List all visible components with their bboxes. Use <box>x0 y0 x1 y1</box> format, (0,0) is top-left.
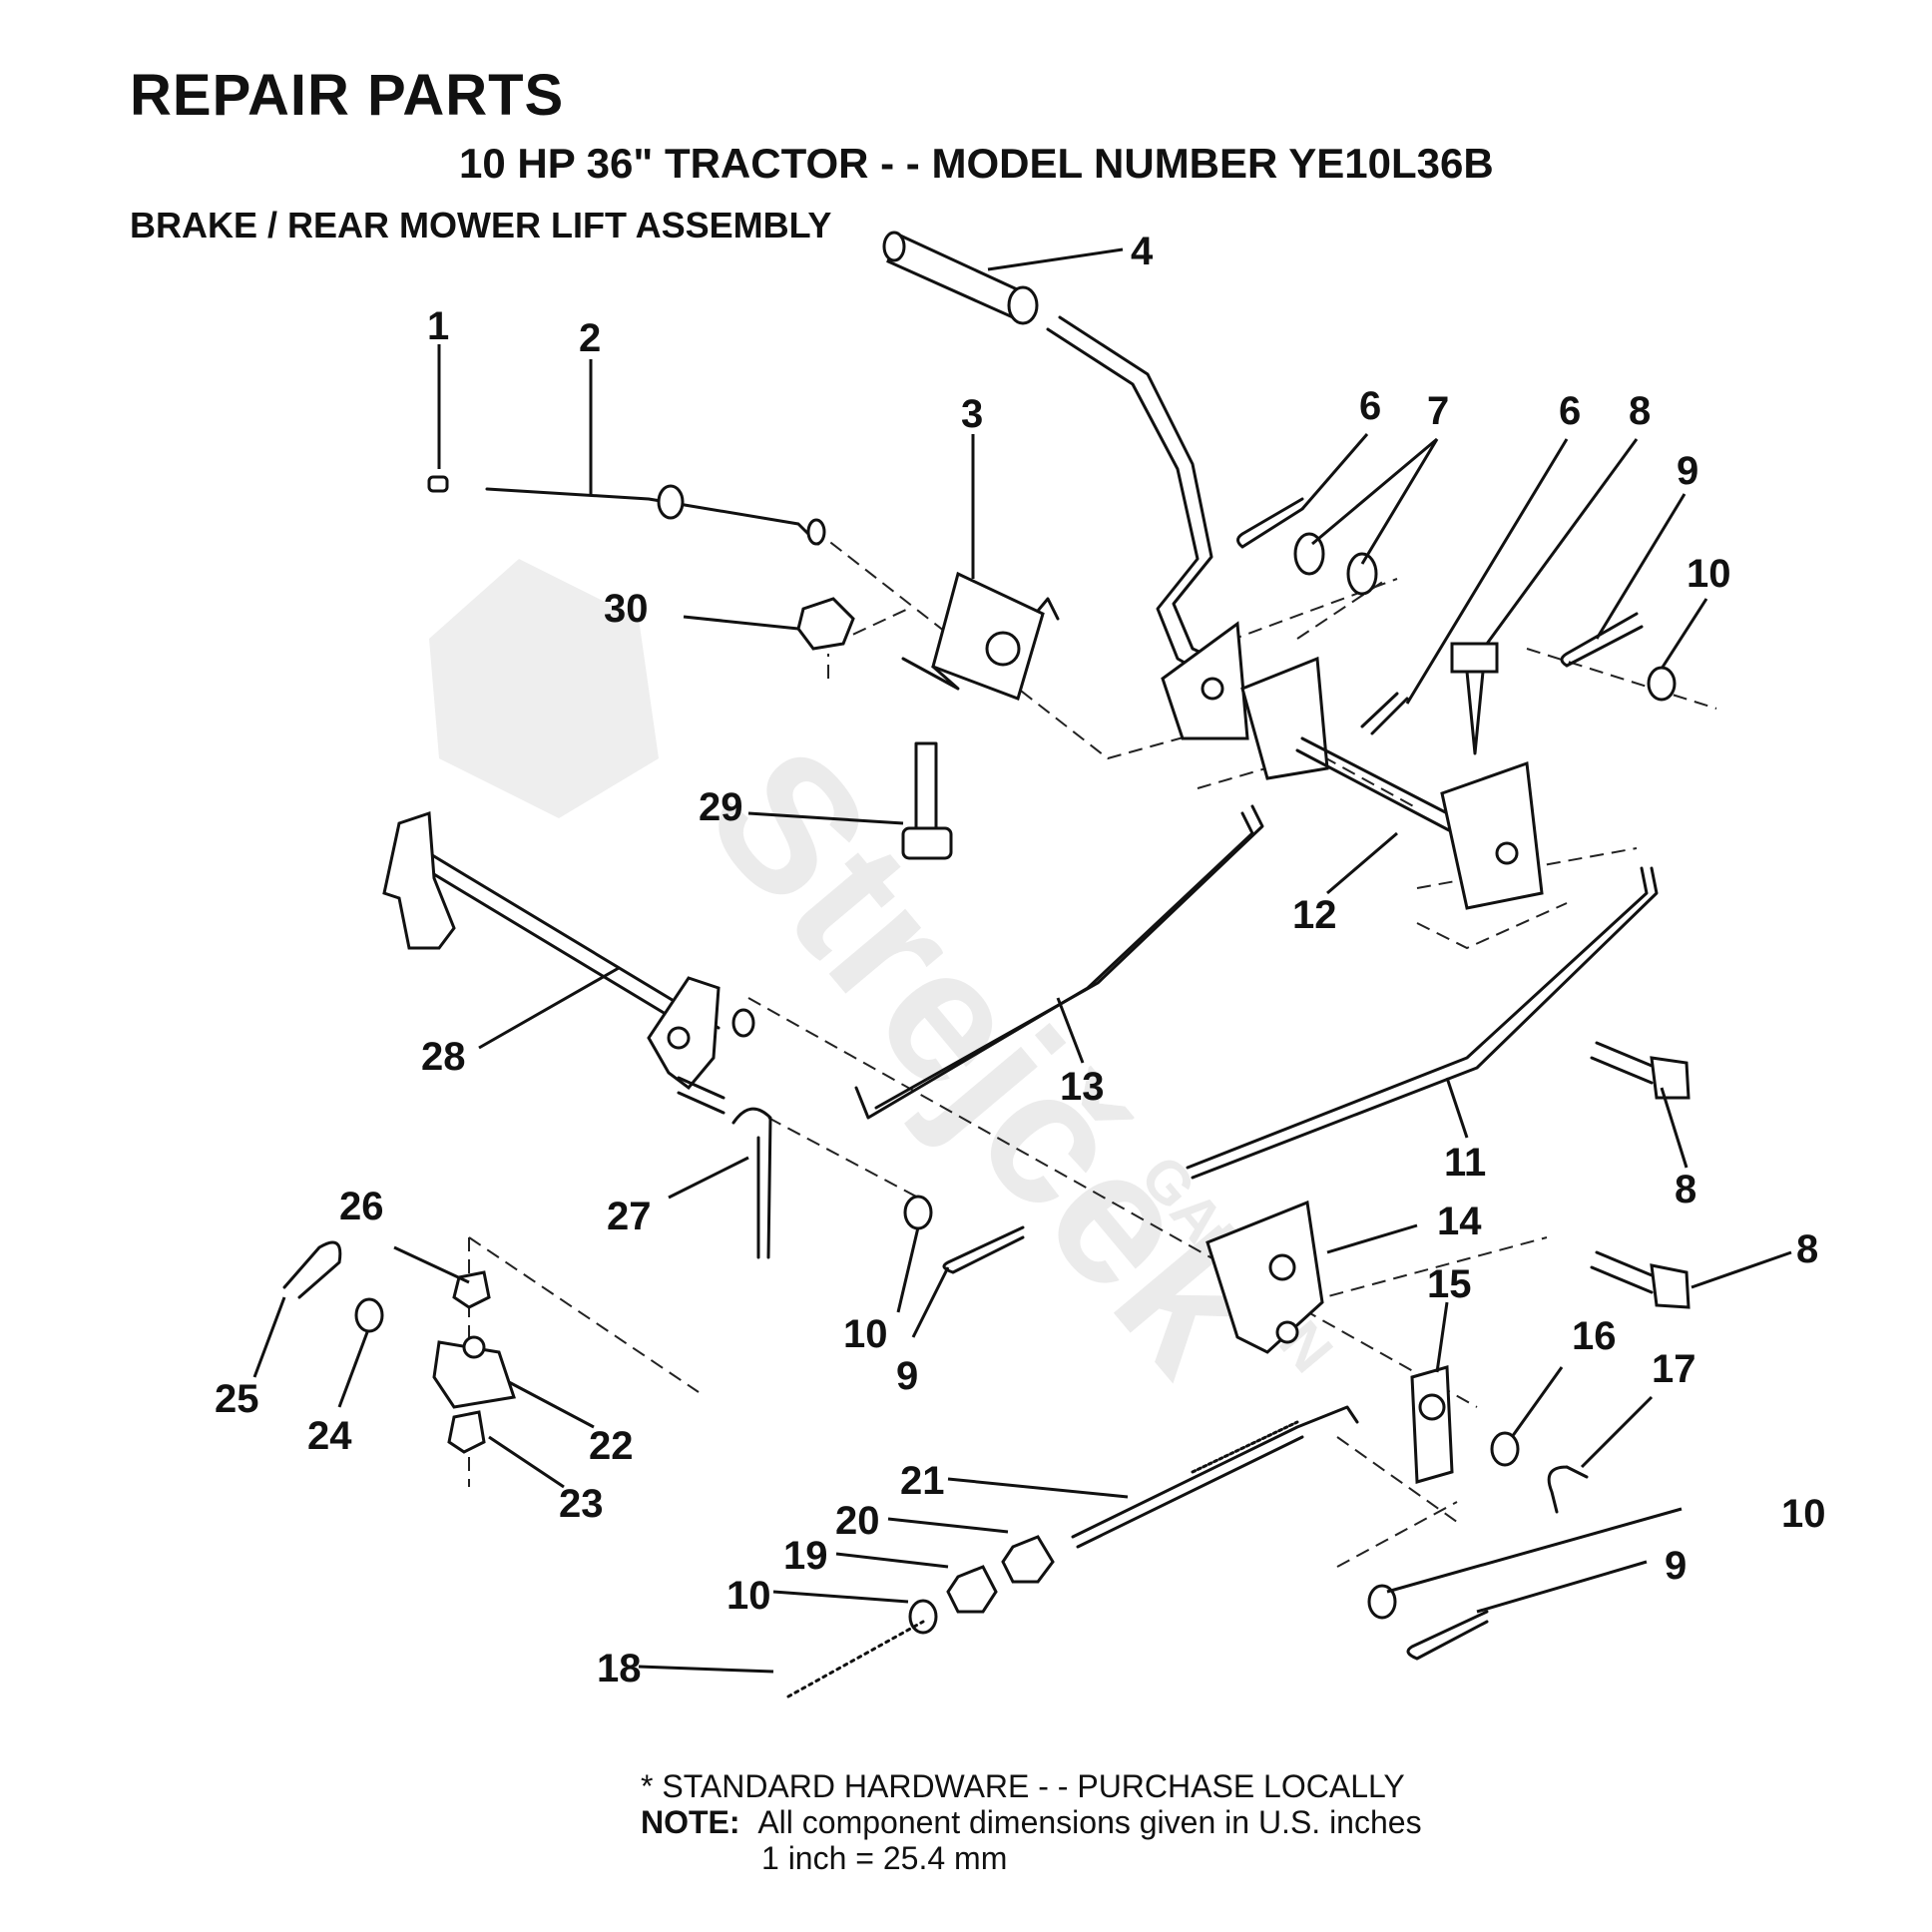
part-6-cotter-pin <box>1236 497 1409 735</box>
part-30-nut <box>796 597 855 651</box>
part-25-hairpin <box>282 1240 342 1299</box>
part-8-bolt-top <box>1450 642 1499 755</box>
callout-9a: 9 <box>1677 449 1698 493</box>
callout-1: 1 <box>427 304 449 348</box>
callout-2: 2 <box>579 316 601 360</box>
callout-24: 24 <box>307 1414 352 1458</box>
part-27-eyebolt <box>731 1107 772 1259</box>
part-7-washers <box>1293 532 1378 596</box>
part-26-23-nuts <box>447 1270 491 1454</box>
callout-21: 21 <box>900 1459 945 1503</box>
callout-18: 18 <box>597 1647 642 1690</box>
callout-30: 30 <box>604 587 649 631</box>
part-15-plate <box>1410 1365 1454 1484</box>
callout-3: 3 <box>961 392 983 436</box>
part-10-9-mid <box>903 1195 1025 1274</box>
conversion-note: 1 inch = 25.4 mm <box>761 1840 1008 1876</box>
callout-26: 26 <box>339 1185 384 1228</box>
callout-7: 7 <box>1427 389 1449 433</box>
part-29-bolt <box>901 741 953 860</box>
assembly-title: BRAKE / REAR MOWER LIFT ASSEMBLY <box>130 205 832 245</box>
callout-9c: 9 <box>1665 1544 1687 1588</box>
callout-20: 20 <box>835 1499 880 1543</box>
part-14-bracket <box>1206 1200 1324 1354</box>
part-4-handle-grip <box>882 231 1039 325</box>
callout-8a: 8 <box>1629 389 1651 433</box>
callout-13: 13 <box>1060 1065 1105 1109</box>
callout-10b: 10 <box>843 1312 888 1356</box>
callout-28: 28 <box>421 1035 466 1079</box>
part-1-pin <box>427 475 449 493</box>
page-title: REPAIR PARTS <box>130 63 565 128</box>
callout-4: 4 <box>1131 230 1154 273</box>
callout-23: 23 <box>559 1482 604 1526</box>
part-13-rod <box>854 804 1264 1120</box>
callout-10d: 10 <box>726 1574 771 1618</box>
part-20-19-10-nuts <box>908 1535 1055 1635</box>
callout-27: 27 <box>607 1195 652 1238</box>
callout-17: 17 <box>1652 1347 1696 1391</box>
callout-11: 11 <box>1444 1141 1486 1185</box>
callout-12: 12 <box>1292 893 1337 937</box>
part-16-washer <box>1490 1431 1520 1467</box>
callout-10a: 10 <box>1687 552 1731 596</box>
leader-lines <box>252 247 1792 1674</box>
part-10-washer <box>1647 666 1677 702</box>
part-2-brake-rod <box>485 484 826 546</box>
part-9-cotter <box>1560 612 1644 668</box>
callout-14: 14 <box>1437 1200 1482 1243</box>
callout-6a: 6 <box>1359 384 1381 428</box>
callout-8b: 8 <box>1675 1168 1696 1211</box>
callout-22: 22 <box>589 1424 634 1468</box>
callout-6b: 6 <box>1559 389 1581 433</box>
dimension-note: NOTE: All component dimensions given in … <box>641 1804 1422 1841</box>
model-subtitle: 10 HP 36" TRACTOR - - MODEL NUMBER YE10L… <box>459 140 1494 187</box>
callout-29: 29 <box>699 785 743 829</box>
part-18-spring <box>786 1620 925 1698</box>
callout-8c: 8 <box>1796 1227 1818 1271</box>
part-24-washer <box>354 1297 384 1333</box>
callout-9b: 9 <box>896 1354 918 1398</box>
part-28-rockshaft <box>382 810 755 1115</box>
standard-hardware-note: * STANDARD HARDWARE - - PURCHASE LOCALLY <box>641 1768 1405 1804</box>
callout-19: 19 <box>783 1534 828 1578</box>
note-label: NOTE: <box>641 1804 740 1840</box>
callout-16: 16 <box>1572 1314 1617 1358</box>
part-12-cross-shaft <box>1295 736 1544 910</box>
callout-15: 15 <box>1427 1262 1472 1306</box>
part-lift-bracket <box>1161 621 1329 780</box>
callout-10c: 10 <box>1781 1492 1826 1536</box>
part-3-bracket <box>901 571 1060 701</box>
part-10-9-lower <box>1367 1584 1489 1661</box>
watermark-logo-icon <box>429 559 659 818</box>
part-lift-handle <box>1046 315 1229 681</box>
part-11-rod <box>1186 866 1659 1180</box>
callout-numbers: 1 2 3 4 6 7 6 8 9 10 30 29 12 28 13 11 8… <box>215 230 1826 1690</box>
callout-25: 25 <box>215 1377 259 1421</box>
part-21-rod <box>1071 1405 1359 1549</box>
part-22-swivel <box>432 1335 516 1409</box>
part-8-bolts-right <box>1590 1041 1690 1309</box>
part-17-clip <box>1547 1465 1589 1514</box>
note-text: All component dimensions given in U.S. i… <box>757 1804 1422 1840</box>
